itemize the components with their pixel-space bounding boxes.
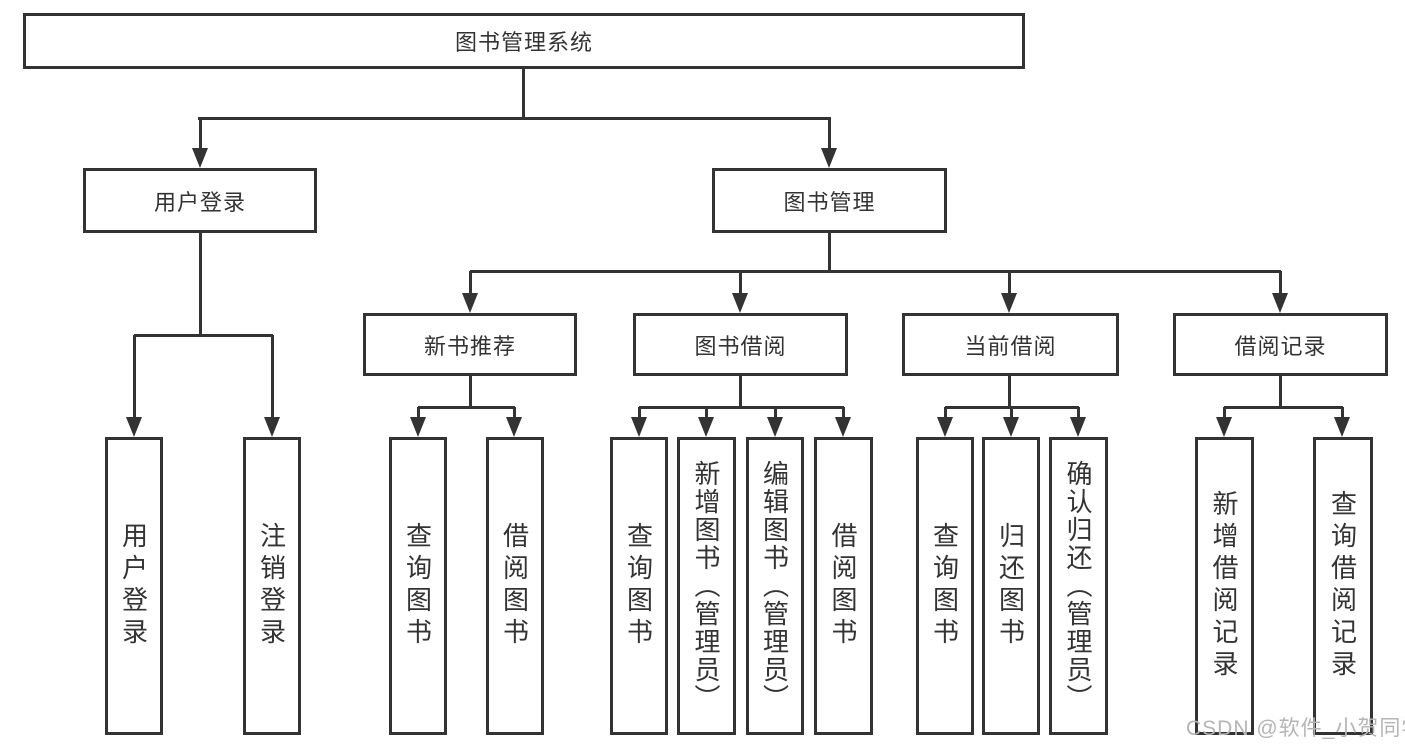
csdn-watermark: CSDN @软件_小贺同学 [1186, 717, 1405, 740]
leaf-query-books-recommend: 查询图书 [389, 437, 447, 735]
arrowhead-down-icon [698, 417, 714, 437]
connector-line [639, 406, 844, 409]
node-book-borrowing: 图书借阅 [633, 313, 848, 376]
connector-line [513, 407, 516, 421]
connector-line [944, 407, 947, 421]
leaf-logout: 注销登录 [243, 437, 301, 735]
connector-line [469, 271, 472, 297]
arrowhead-down-icon [462, 293, 478, 313]
leaf-query-books-borrow: 查询图书 [610, 437, 668, 735]
arrowhead-down-icon [937, 417, 953, 437]
leaf-query-borrow-record: 查询借阅记录 [1313, 437, 1373, 735]
connector-line [1341, 407, 1344, 421]
leaf-query-books-current: 查询图书 [916, 437, 974, 735]
connector-line [417, 407, 420, 421]
connector-line [199, 118, 202, 152]
leaf-return-books: 归还图书 [982, 437, 1040, 735]
connector-line [638, 407, 641, 421]
leaf-borrow-books: 借阅图书 [814, 437, 873, 735]
arrowhead-down-icon [821, 148, 837, 168]
connector-line [418, 406, 515, 409]
arrowhead-down-icon [1003, 417, 1019, 437]
connector-line [469, 375, 472, 408]
arrowhead-down-icon [264, 417, 280, 437]
node-new-book-recommendation: 新书推荐 [363, 313, 577, 376]
connector-line [1077, 407, 1080, 421]
leaf-add-borrow-record: 新增借阅记录 [1195, 437, 1254, 735]
connector-line [1008, 271, 1011, 297]
node-current-borrowing: 当前借阅 [902, 313, 1119, 376]
connector-line [828, 118, 831, 152]
connector-line [828, 233, 831, 272]
connector-line [134, 334, 273, 337]
arrowhead-down-icon [1272, 293, 1288, 313]
arrowhead-down-icon [1334, 417, 1350, 437]
connector-line [198, 117, 831, 120]
arrowhead-down-icon [767, 417, 783, 437]
connector-line [1279, 375, 1282, 408]
node-library-management-system: 图书管理系统 [23, 13, 1025, 69]
leaf-confirm-return-admin: 确认归还（管理员） [1049, 437, 1108, 735]
leaf-add-books-admin: 新增图书（管理员） [677, 437, 736, 735]
connector-line [470, 270, 1281, 273]
connector-line [271, 335, 274, 421]
connector-line [739, 375, 742, 408]
connector-line [1223, 407, 1226, 421]
arrowhead-down-icon [506, 417, 522, 437]
connector-line [1008, 375, 1011, 408]
connector-line [1010, 407, 1013, 421]
connector-line [842, 407, 845, 421]
node-user-login: 用户登录 [83, 168, 317, 233]
node-borrowing-records: 借阅记录 [1173, 313, 1388, 376]
connector-line [133, 335, 136, 421]
arrowhead-down-icon [631, 417, 647, 437]
connector-line [522, 68, 525, 119]
connector-line [1224, 406, 1343, 409]
arrowhead-down-icon [126, 417, 142, 437]
arrowhead-down-icon [410, 417, 426, 437]
connector-line [705, 407, 708, 421]
arrowhead-down-icon [732, 293, 748, 313]
connector-line [199, 233, 202, 336]
leaf-borrow-books-recommend: 借阅图书 [486, 437, 544, 735]
connector-line [1279, 271, 1282, 297]
connector-line [774, 407, 777, 421]
node-book-management: 图书管理 [712, 168, 947, 233]
leaf-edit-books-admin: 编辑图书（管理员） [746, 437, 804, 735]
arrowhead-down-icon [192, 148, 208, 168]
arrowhead-down-icon [1216, 417, 1232, 437]
arrowhead-down-icon [835, 417, 851, 437]
arrowhead-down-icon [1001, 293, 1017, 313]
connector-line [739, 271, 742, 297]
arrowhead-down-icon [1070, 417, 1086, 437]
leaf-user-login: 用户登录 [105, 437, 163, 735]
